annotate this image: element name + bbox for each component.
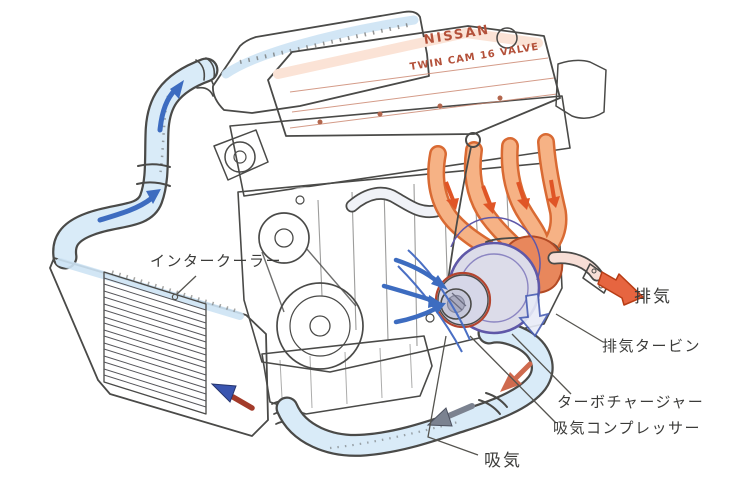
intake-pipe-lower (275, 320, 554, 457)
label-exhaust-turbine: 排気タービン (602, 337, 702, 355)
label-intake: 吸気 (484, 451, 522, 471)
exhaust-manifold (427, 133, 568, 280)
boost-flow-arrow-pipe-upper (500, 361, 533, 392)
label-turbocharger: ターボチャージャー (557, 393, 705, 411)
leader-lines (171, 275, 604, 456)
intercooler (49, 257, 299, 437)
flow-down-arrow (518, 292, 550, 338)
intake-flow-arrow-up (157, 80, 184, 133)
reservoir-bottle (555, 59, 607, 119)
leader-exhaust-turbine (555, 313, 604, 343)
intake-pipe-upper (52, 57, 219, 270)
exhaust-flow-arrows (444, 179, 560, 214)
boost-flow-arrow-pipe-lower (426, 403, 475, 427)
intake-flow-arrow-bend (97, 189, 161, 223)
leader-turbocharger (511, 333, 572, 395)
intake-air-arrows (381, 257, 448, 325)
label-exhaust: 排気 (634, 287, 672, 307)
leader-intercooler (176, 275, 197, 295)
boost-flow-arrow-intercooler (210, 383, 255, 411)
leader-intake (427, 335, 479, 456)
exhaust-flow-arrow (597, 271, 644, 306)
leader-intake-compressor (469, 335, 557, 424)
label-intercooler: インタークーラー (150, 252, 283, 270)
intercooler-core (103, 271, 207, 415)
pulleys (258, 212, 364, 370)
turbocharger (381, 216, 644, 353)
valve-cover (267, 25, 561, 137)
intake-plenum (196, 10, 430, 114)
label-intake-compressor: 吸気コンプレッサー (553, 419, 702, 437)
oil-pan (261, 335, 433, 415)
oil-filler-cap (496, 27, 518, 49)
